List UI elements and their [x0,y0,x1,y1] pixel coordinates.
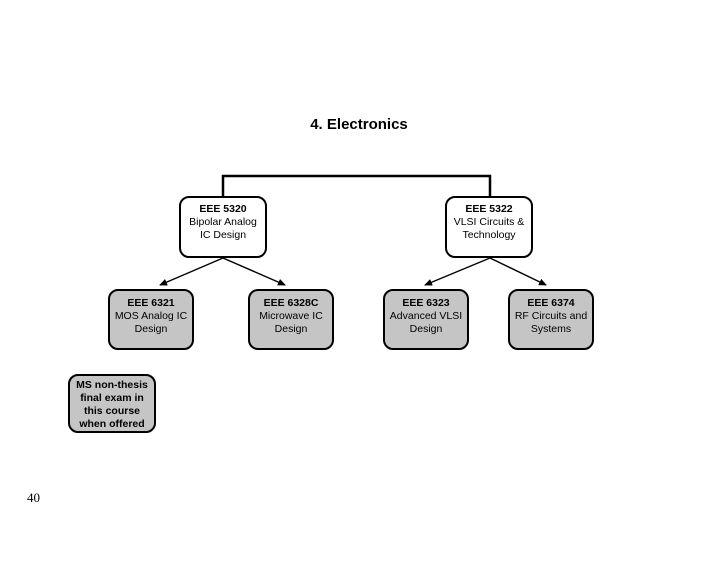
arrow-5322-6323 [424,257,491,286]
course-code: EEE 6328C [263,297,319,309]
course-code: EEE 6374 [527,297,575,309]
course-desc: RF Circuits and Systems [514,310,588,335]
node-eee-5320: EEE 5320 Bipolar Analog IC Design [179,196,267,258]
bracket-connector [221,174,492,197]
course-desc: MOS Analog IC Design [114,310,188,335]
node-eee-6323: EEE 6323 Advanced VLSI Design [383,289,469,350]
note-ms-non-thesis: MS non-thesis final exam in this course … [68,374,156,433]
course-code: EEE 6323 [402,297,450,309]
node-eee-6321: EEE 6321 MOS Analog IC Design [108,289,194,350]
node-eee-6374: EEE 6374 RF Circuits and Systems [508,289,594,350]
course-code: EEE 6321 [127,297,175,309]
arrow-5320-6321 [159,257,224,286]
node-eee-5322: EEE 5322 VLSI Circuits & Technology [445,196,533,258]
course-desc: Bipolar Analog IC Design [189,216,257,241]
arrow-5320-6328c [222,257,286,286]
node-eee-6328c: EEE 6328C Microwave IC Design [248,289,334,350]
page-number: 40 [27,490,40,505]
course-code: EEE 5320 [199,203,247,215]
course-desc: Microwave IC Design [259,310,323,335]
course-desc: Advanced VLSI Design [389,310,463,335]
course-code: EEE 5322 [465,203,513,215]
page-title: 4. Electronics [310,116,408,133]
arrow-5322-6374 [489,257,547,286]
course-desc: VLSI Circuits & Technology [453,216,525,241]
